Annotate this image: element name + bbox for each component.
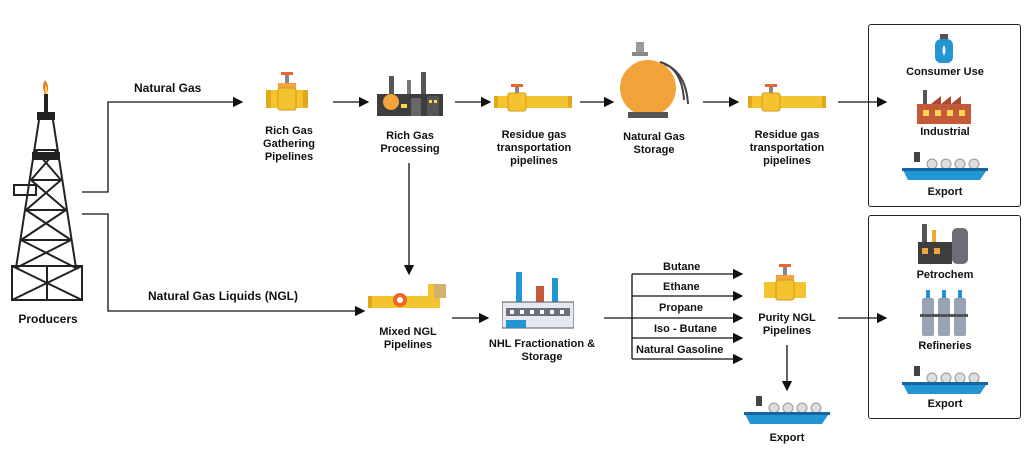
lng-ship-icon [902, 152, 988, 180]
producers-label: Producers [18, 312, 78, 326]
petrochem-plant-icon [918, 224, 968, 264]
ngl-export-ship-icon [744, 396, 830, 424]
mixed-ngl-pipeline-icon [368, 284, 446, 308]
purity-ngl-label: Purity NGL Pipelines [758, 312, 816, 337]
fractionation-label: NHL Fractionation & Storage [488, 338, 596, 363]
gas-processing-plant-icon [377, 72, 443, 116]
gas-storage-tank-icon [620, 42, 689, 118]
residue-gas-pipelines-label: Residue gas transportation pipelines [496, 129, 572, 167]
residue-pipeline-icon [494, 84, 572, 112]
consumer-use-label: Consumer Use [906, 66, 984, 78]
fractionation-plant-icon [502, 272, 574, 329]
product-propane: Propane [659, 302, 704, 314]
producer-to-gas-line [82, 96, 244, 193]
gas-cylinder-icon [935, 34, 953, 63]
product-ethane: Ethane [663, 281, 700, 293]
ngl-destination-export-label: Export [927, 398, 963, 410]
mixed-ngl-label: Mixed NGL Pipelines [379, 326, 437, 351]
gas-destinations-box [868, 24, 1021, 207]
gas-export-label: Export [927, 186, 963, 198]
ngl-destinations-box [868, 215, 1021, 419]
rich-gas-processing-label: Rich Gas Processing [380, 130, 440, 155]
ngl-export-label: Export [769, 432, 805, 444]
petrochem-label: Petrochem [916, 269, 974, 281]
industrial-factory-icon [917, 90, 971, 124]
product-butane: Butane [663, 261, 701, 273]
purity-ngl-valve-icon [764, 264, 806, 301]
residue-gas-pipelines-2-label: Residue gas transportation pipelines [749, 129, 825, 167]
rich-gas-gathering-label: Rich Gas Gathering Pipelines [263, 125, 315, 163]
refineries-label: Refineries [918, 340, 972, 352]
natural-gas-storage-label: Natural Gas Storage [623, 131, 685, 156]
industrial-label: Industrial [920, 126, 970, 138]
product-iso-butane: Iso - Butane [654, 323, 717, 335]
pipeline-valve-icon [266, 72, 308, 111]
ngl-lng-ship-icon [902, 366, 988, 394]
ngl-label: Natural Gas Liquids (NGL) [148, 289, 299, 303]
refinery-icon [920, 290, 968, 336]
natural-gas-label: Natural Gas [134, 81, 202, 95]
oil-derrick-icon [11, 80, 83, 301]
residue-pipeline-2-icon [748, 84, 826, 112]
product-natural-gasoline: Natural Gasoline [636, 344, 724, 356]
producer-to-ngl-line [82, 213, 366, 317]
